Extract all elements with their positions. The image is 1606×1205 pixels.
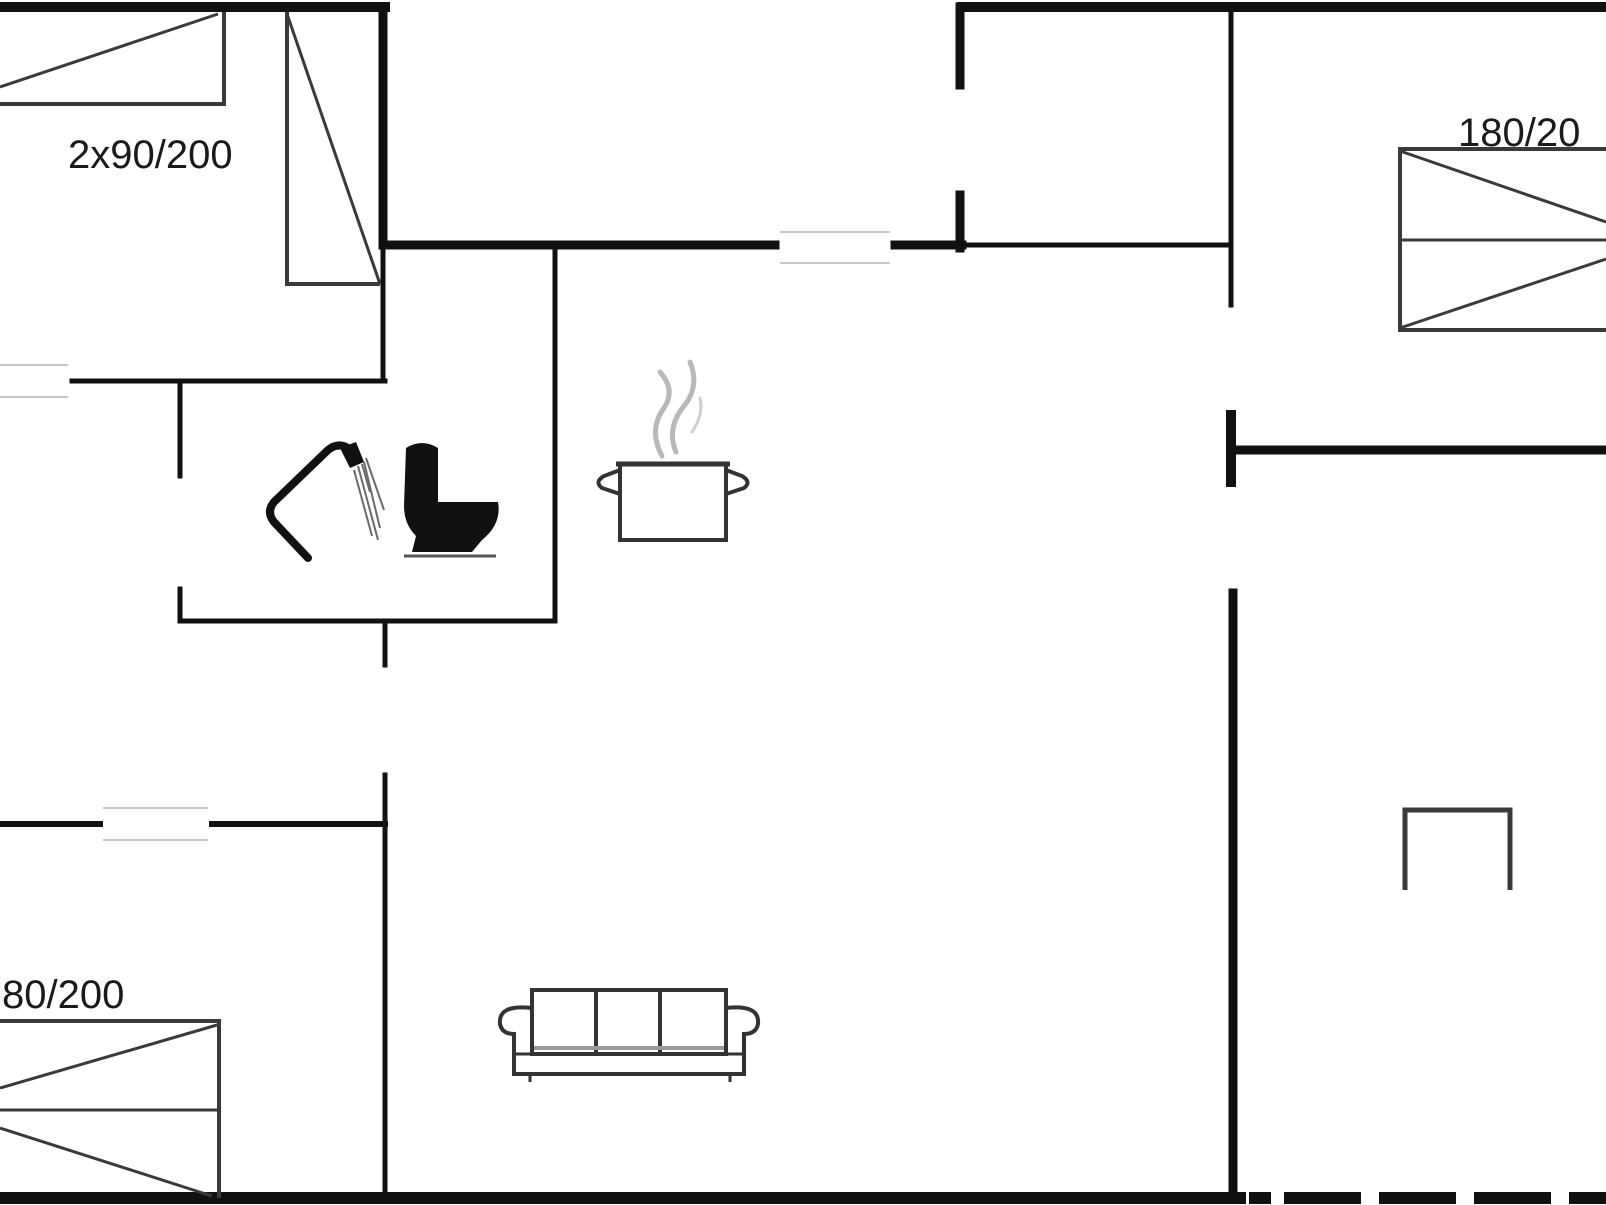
fireplace <box>1402 807 1513 890</box>
bed-top-left <box>0 12 226 106</box>
bed-label-top-left: 2x90/200 <box>68 133 233 177</box>
toilet-icon <box>404 443 499 558</box>
bed-top-right <box>1398 147 1606 332</box>
window-top <box>780 231 890 264</box>
windows <box>0 231 890 841</box>
sofa-icon <box>497 988 761 1082</box>
window-left-lower <box>103 807 208 841</box>
bed-bottom-left <box>0 1019 221 1198</box>
bed-label-top-right: 180/20 <box>1458 111 1580 155</box>
shower-icon <box>266 441 385 562</box>
bed-label-bottom-left: 80/200 <box>2 973 124 1017</box>
cooking-pot-icon <box>596 359 750 542</box>
window-left-upper <box>0 364 68 398</box>
wardrobe <box>285 12 382 286</box>
